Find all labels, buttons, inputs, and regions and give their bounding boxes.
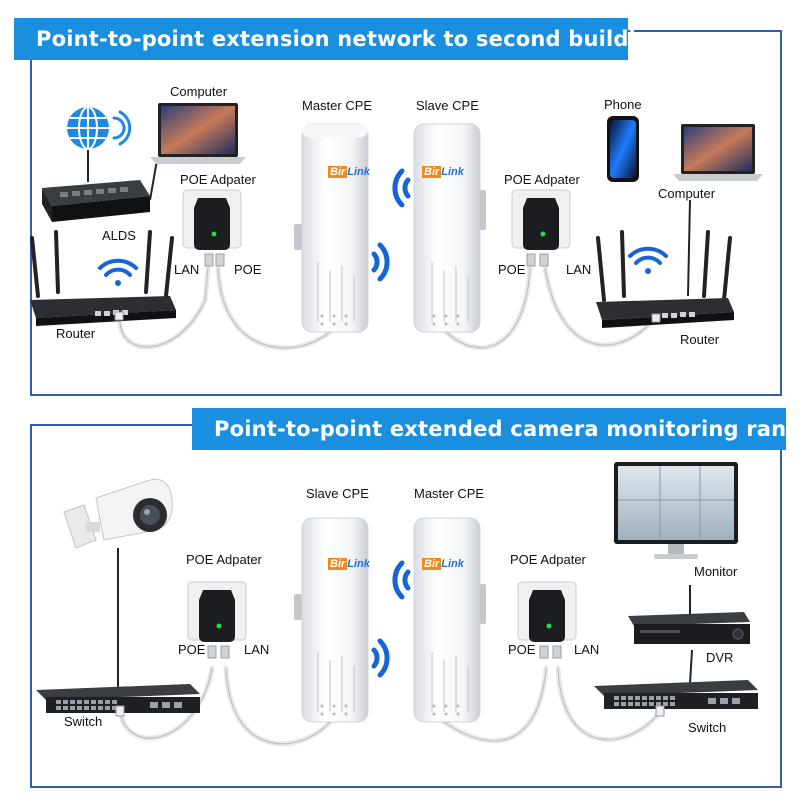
master-cpe-bottom <box>413 517 486 723</box>
label-poe-right: POE <box>498 262 526 277</box>
phone-device <box>607 116 639 182</box>
master-cpe-top <box>294 123 369 333</box>
switch-left <box>36 684 200 717</box>
label-poe-adapter-right: POE Adpater <box>504 172 580 187</box>
ip-camera <box>63 478 173 549</box>
label-dvr: DVR <box>706 650 734 665</box>
label-slave-cpe-top: Slave CPE <box>416 98 479 113</box>
poe-adapter-right <box>511 189 571 267</box>
label-computer-left: Computer <box>170 84 228 99</box>
label-router-right: Router <box>680 332 720 347</box>
top-banner-title: Point-to-point extension network to seco… <box>14 18 666 60</box>
label-master-cpe-top: Master CPE <box>302 98 373 113</box>
label-lan-bottom-left: LAN <box>244 642 270 657</box>
label-poe-adapter-bottom-left: POE Adpater <box>186 552 262 567</box>
label-computer-right: Computer <box>658 186 716 201</box>
wifi-signal-slave-cpe-top <box>392 168 411 208</box>
label-lan-right: LAN <box>566 262 592 277</box>
bottom-banner-title: Point-to-point extended camera monitorin… <box>192 408 800 450</box>
bottom-cables <box>117 665 663 747</box>
label-switch-right: Switch <box>688 720 727 735</box>
label-monitor: Monitor <box>694 564 738 579</box>
wifi-icon-router-right <box>628 246 668 274</box>
globe-icon <box>67 106 109 150</box>
poe-adapter-bottom-left <box>187 581 247 659</box>
slave-cpe-bottom <box>294 517 369 723</box>
label-slave-cpe-bottom: Slave CPE <box>306 486 369 501</box>
label-switch-left: Switch <box>64 714 103 729</box>
wifi-signal-master-cpe-top <box>371 242 390 282</box>
poe-adapter-bottom-right <box>517 581 577 659</box>
label-lan-left: LAN <box>174 262 200 277</box>
top-cables <box>117 265 658 351</box>
wifi-signal-slave-cpe-bottom <box>371 638 390 678</box>
label-poe-adapter-left: POE Adpater <box>180 172 256 187</box>
alds-modem <box>42 180 150 222</box>
label-poe-left: POE <box>234 262 262 277</box>
laptop-left <box>150 103 246 164</box>
label-master-cpe-bottom: Master CPE <box>414 486 485 501</box>
internet-signal-icon <box>112 110 132 146</box>
router-left <box>30 230 176 326</box>
label-lan-bottom-right: LAN <box>574 642 600 657</box>
laptop-right <box>673 124 763 181</box>
label-poe-adapter-bottom-right: POE Adpater <box>510 552 586 567</box>
wifi-icon-router-left <box>98 258 138 286</box>
dvr-device <box>628 612 750 644</box>
router-right <box>596 230 734 328</box>
wifi-signal-master-cpe-bottom <box>392 560 411 600</box>
label-phone: Phone <box>604 97 642 112</box>
label-router-left: Router <box>56 326 96 341</box>
switch-right <box>594 680 758 717</box>
label-alds: ALDS <box>102 228 136 243</box>
poe-adapter-left <box>182 189 242 267</box>
monitor-device <box>614 462 738 559</box>
label-poe-bottom-left: POE <box>178 642 206 657</box>
label-poe-bottom-right: POE <box>508 642 536 657</box>
slave-cpe-top <box>413 123 486 333</box>
